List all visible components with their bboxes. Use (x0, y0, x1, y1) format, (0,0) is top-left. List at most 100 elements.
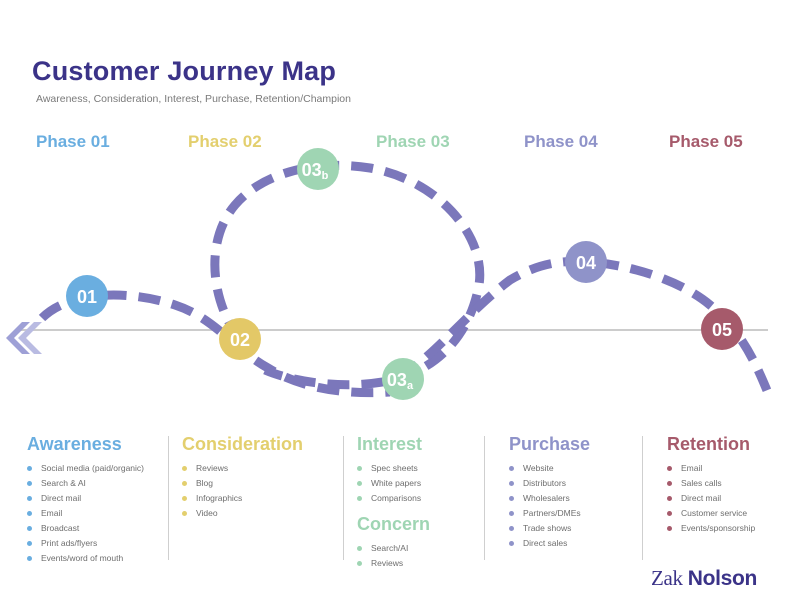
journey-diagram: 01 02 03a 03b 04 05 (6, 148, 775, 400)
bullet-dot (27, 556, 32, 561)
bullet-dot (667, 466, 672, 471)
bullet-dot (667, 496, 672, 501)
stage-title: Purchase (509, 434, 591, 454)
list-item: Video (182, 506, 347, 521)
list-item: Direct mail (27, 491, 172, 506)
stage-list: Website Distributors Wholesalers Partner… (509, 461, 639, 551)
bullet-dot (667, 481, 672, 486)
list-item: Events/sponsorship (667, 521, 787, 536)
node-03b-label: 03b (302, 160, 329, 182)
start-arrow (6, 322, 42, 354)
node-01: 01 (66, 275, 108, 317)
brand-logo: Zak Nolson (651, 566, 757, 591)
list-item: Print ads/flyers (27, 536, 172, 551)
node-02: 02 (219, 318, 261, 360)
bullet-dot (27, 496, 32, 501)
node-01-circle (66, 275, 108, 317)
bullet-dot (182, 466, 187, 471)
column-divider (642, 436, 643, 560)
stage-list: Search/AI Reviews (357, 541, 477, 571)
bullet-dot (509, 496, 514, 501)
stage-concern: Concern Search/AI Reviews (357, 514, 477, 571)
node-02-circle (219, 318, 261, 360)
bullet-dot (357, 496, 362, 501)
stage-list: Reviews Blog Infographics Video (182, 461, 347, 521)
stage-consideration: Consideration Reviews Blog Infographics … (182, 434, 347, 521)
list-item: Wholesalers (509, 491, 639, 506)
bullet-dot (182, 481, 187, 486)
journey-loop-path (210, 160, 485, 390)
bullet-dot (27, 466, 32, 471)
list-item: Trade shows (509, 521, 639, 536)
list-item: Partners/DMEs (509, 506, 639, 521)
node-03a-circle (382, 358, 424, 400)
list-item: Reviews (182, 461, 347, 476)
logo-second: Nolson (687, 567, 758, 590)
node-04-circle (565, 241, 607, 283)
page-subtitle: Awareness, Consideration, Interest, Purc… (36, 93, 351, 105)
list-item: Website (509, 461, 639, 476)
list-item: Email (667, 461, 787, 476)
list-item: Events/word of mouth (27, 551, 172, 566)
bullet-dot (357, 561, 362, 566)
stage-retention: Retention Email Sales calls Direct mail … (667, 434, 787, 536)
bullet-dot (509, 541, 514, 546)
list-item: Search/AI (357, 541, 477, 556)
bullet-dot (27, 481, 32, 486)
list-item: Reviews (357, 556, 477, 571)
node-03a: 03a (382, 358, 424, 400)
stage-awareness: Awareness Social media (paid/organic) Se… (27, 434, 172, 566)
node-03b: 03b (297, 148, 339, 190)
page-title: Customer Journey Map (32, 56, 337, 86)
stage-list: Social media (paid/organic) Search & AI … (27, 461, 172, 566)
bullet-dot (27, 526, 32, 531)
column-divider (484, 436, 485, 560)
list-item: Distributors (509, 476, 639, 491)
phase-label-03: Phase 03 (376, 132, 450, 151)
bullet-dot (509, 511, 514, 516)
node-02-label: 02 (230, 330, 250, 350)
bullet-dot (357, 466, 362, 471)
node-01-label: 01 (77, 287, 97, 307)
bullet-dot (27, 511, 32, 516)
node-04: 04 (565, 241, 607, 283)
logo-first: Zak (651, 566, 683, 590)
list-item: Broadcast (27, 521, 172, 536)
bullet-dot (509, 466, 514, 471)
node-04-label: 04 (576, 253, 596, 273)
list-item: Direct sales (509, 536, 639, 551)
phase-label-01: Phase 01 (36, 132, 110, 151)
journey-path (38, 290, 391, 398)
bullet-dot (667, 526, 672, 531)
stage-interest: Interest Spec sheets White papers Compar… (357, 434, 477, 571)
list-item: Search & AI (27, 476, 172, 491)
stage-list: Spec sheets White papers Comparisons (357, 461, 477, 506)
list-item: Email (27, 506, 172, 521)
list-item: Infographics (182, 491, 347, 506)
list-item: Sales calls (667, 476, 787, 491)
bullet-dot (27, 541, 32, 546)
node-03a-label: 03a (387, 370, 414, 392)
stage-purchase: Purchase Website Distributors Wholesaler… (509, 434, 639, 551)
stage-title: Interest (357, 434, 423, 454)
bullet-dot (509, 526, 514, 531)
list-item: Direct mail (667, 491, 787, 506)
bullet-dot (509, 481, 514, 486)
column-divider (168, 436, 169, 560)
list-item: Comparisons (357, 491, 477, 506)
bullet-dot (357, 546, 362, 551)
node-03b-circle (297, 148, 339, 190)
node-05: 05 (701, 308, 743, 350)
column-divider (343, 436, 344, 560)
phase-label-02: Phase 02 (188, 132, 262, 151)
bullet-dot (357, 481, 362, 486)
list-item: Social media (paid/organic) (27, 461, 172, 476)
node-05-label: 05 (712, 320, 732, 340)
stage-title: Retention (667, 434, 750, 454)
list-item: Blog (182, 476, 347, 491)
bullet-dot (667, 511, 672, 516)
bullet-dot (182, 496, 187, 501)
list-item: Spec sheets (357, 461, 477, 476)
stage-subtitle: Concern (357, 514, 431, 534)
node-05-circle (701, 308, 743, 350)
